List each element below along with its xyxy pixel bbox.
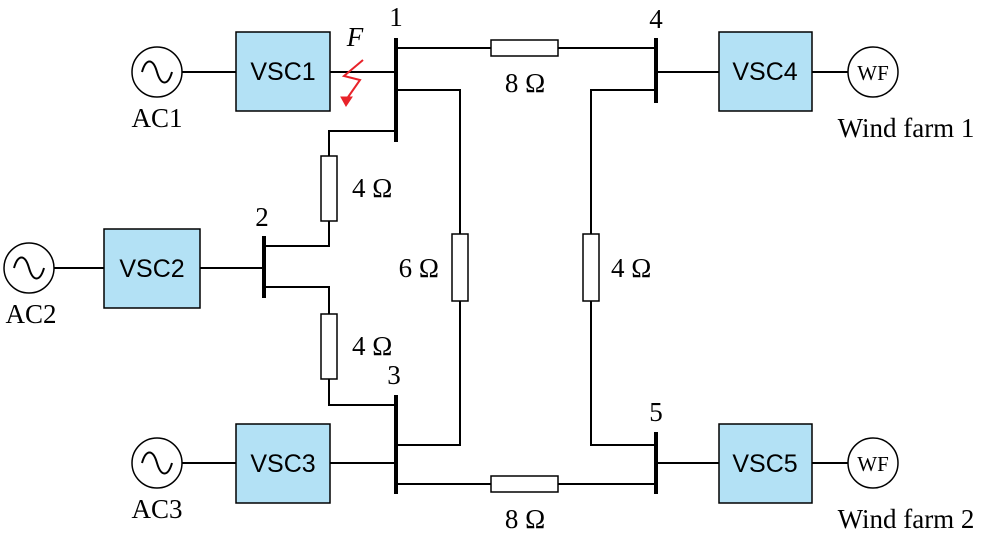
vsc1-box xyxy=(235,31,331,112)
vsc3-box xyxy=(235,423,331,504)
vsc1-label: VSC1 xyxy=(250,58,315,86)
wind-farm-2: WF Wind farm 2 xyxy=(838,437,975,534)
resistor-line-2-3 xyxy=(320,313,338,380)
bus-2-label: 2 xyxy=(255,202,269,232)
vsc5-label: VSC5 xyxy=(732,450,797,478)
line-3-5-label: 8 Ω xyxy=(505,504,545,534)
ac3-label: AC3 xyxy=(131,494,182,524)
wind-farms: WF Wind farm 1 WF Wind farm 2 xyxy=(838,46,975,534)
line-1-4-label: 8 Ω xyxy=(505,68,545,98)
wire-line-4-5-b xyxy=(590,301,656,446)
wires xyxy=(54,47,848,485)
converters: VSC1 VSC2 VSC3 VSC4 VSC5 xyxy=(103,31,813,504)
line-1-3-label: 6 Ω xyxy=(399,253,439,283)
vsc5-box xyxy=(718,423,813,504)
ac1-label: AC1 xyxy=(131,103,182,133)
wf2-symbol: WF xyxy=(857,452,889,476)
ac1-wave xyxy=(141,60,173,84)
ac-sources: AC1 AC2 AC3 xyxy=(3,46,183,524)
line-1-2-label: 4 Ω xyxy=(352,173,392,203)
wf2-label: Wind farm 2 xyxy=(838,504,975,534)
wf1-symbol: WF xyxy=(857,61,889,85)
buses: 1 2 3 4 5 xyxy=(255,2,663,494)
line-4-5-label: 4 Ω xyxy=(611,253,651,283)
wf2-circle-icon xyxy=(847,437,899,489)
bus-3-label: 3 xyxy=(387,360,401,390)
ac1-source: AC1 xyxy=(131,46,183,133)
wire-line-2-3-b xyxy=(328,379,396,406)
bus-1-label: 1 xyxy=(389,2,403,32)
ac2-source: AC2 xyxy=(3,242,57,329)
resistor-line-4-5 xyxy=(582,233,600,302)
line-2-3-label: 4 Ω xyxy=(352,331,392,361)
resistor-line-3-5 xyxy=(490,475,559,493)
wind-farm-1: WF Wind farm 1 xyxy=(838,46,975,143)
ac3-source: AC3 xyxy=(131,437,183,524)
wf1-label: Wind farm 1 xyxy=(838,113,975,143)
wire-line-1-2-b xyxy=(264,221,330,247)
resistor-line-1-2 xyxy=(320,155,338,222)
wire-line-1-2-a xyxy=(328,130,396,156)
wire-line-2-3-a xyxy=(264,286,330,314)
line-impedances: 8 Ω 4 Ω 4 Ω 6 Ω 4 Ω 8 Ω xyxy=(320,39,651,534)
wire-line-1-3-a xyxy=(396,89,461,234)
wf1-circle-icon xyxy=(847,46,899,98)
fault-marker: F xyxy=(340,22,364,107)
vsc4-label: VSC4 xyxy=(732,58,797,86)
vsc4-box xyxy=(718,31,813,112)
resistor-line-1-3 xyxy=(451,233,469,302)
vsc3-label: VSC3 xyxy=(250,450,315,478)
bus-5-label: 5 xyxy=(649,397,663,427)
fault-arrowhead-icon xyxy=(340,96,353,107)
bus-4-label: 4 xyxy=(649,4,663,34)
wire-line-4-5-a xyxy=(590,89,656,234)
vsc2-box xyxy=(103,228,201,309)
fault-lightning-icon xyxy=(341,59,364,101)
fault-label: F xyxy=(346,22,364,52)
vsc2-label: VSC2 xyxy=(119,255,184,283)
wire-line-1-3-b xyxy=(396,301,461,446)
resistor-line-1-4 xyxy=(490,39,559,57)
ac2-wave xyxy=(13,256,45,280)
ac3-wave xyxy=(141,451,173,475)
ac2-label: AC2 xyxy=(5,299,56,329)
